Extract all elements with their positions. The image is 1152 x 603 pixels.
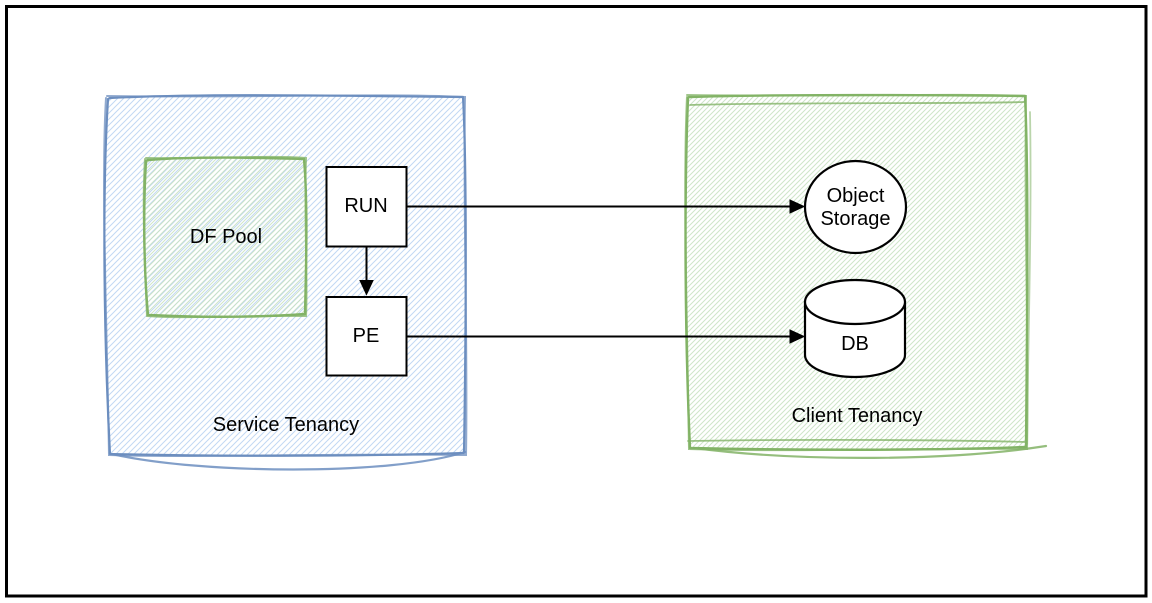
run-node-box (325, 166, 408, 248)
edge-run-to-object-storage (406, 199, 806, 214)
arrowhead-right-icon (789, 329, 806, 344)
service-tenancy-outline-2 (103, 94, 468, 457)
client-tenancy-bottom-retrace (687, 439, 1027, 443)
edge-run-to-pe (359, 246, 374, 296)
df-pool-label: DF Pool (189, 226, 263, 248)
service-tenancy-label: Service Tenancy (212, 414, 360, 436)
df-pool-container (142, 155, 308, 319)
db-label: DB (841, 333, 869, 355)
edge-pe-to-db (406, 329, 806, 344)
pe-node-box (325, 296, 408, 377)
db-cylinder-top (803, 278, 907, 326)
page-frame (5, 5, 1148, 598)
client-tenancy-outline-1 (684, 93, 1029, 451)
object-storage-label: Object Storage (820, 185, 891, 230)
run-node-label: RUN (344, 195, 388, 217)
pe-node-label: PE (352, 324, 380, 347)
arrowhead-down-icon (359, 280, 374, 296)
object-storage-circle (803, 159, 908, 255)
client-tenancy-top-retrace (689, 101, 1025, 106)
client-tenancy-bottom-bow (692, 444, 1048, 460)
service-tenancy-bottom-bow (110, 450, 467, 471)
client-tenancy-right-retrace (1026, 111, 1032, 445)
db-cylinder (803, 278, 907, 379)
client-tenancy-container (684, 93, 1048, 460)
client-tenancy-label: Client Tenancy (791, 405, 923, 427)
df-pool-outline-2 (142, 155, 308, 319)
arrowhead-right-icon (789, 199, 806, 214)
